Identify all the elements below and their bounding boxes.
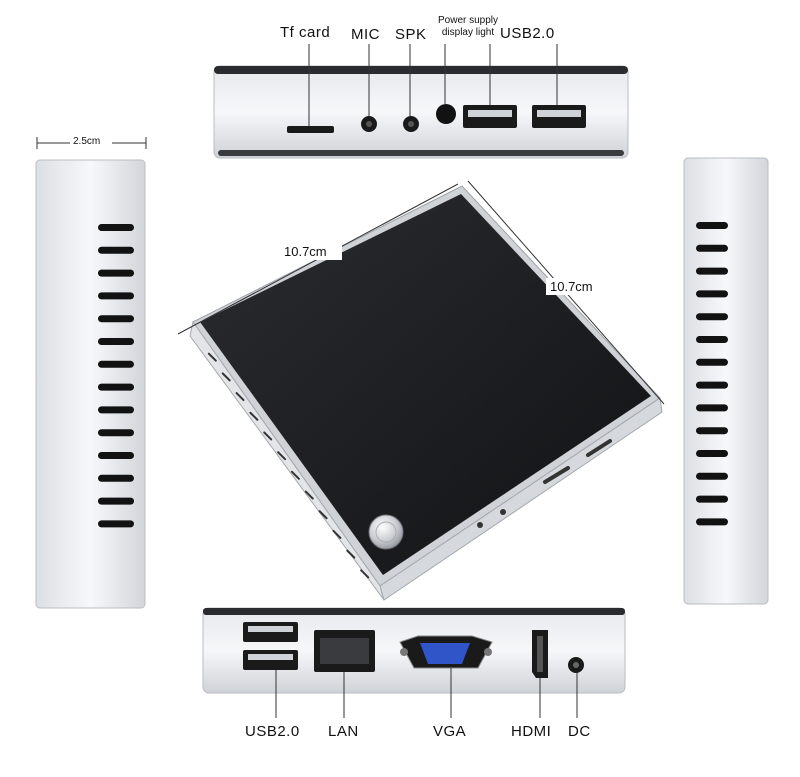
dc-jack-pin bbox=[573, 662, 579, 668]
device-vent-hint bbox=[318, 510, 328, 520]
device-vent-hint bbox=[332, 529, 342, 539]
label-power-line2: display light bbox=[441, 27, 495, 38]
device-front-jack-2 bbox=[500, 509, 506, 515]
left-side-panel bbox=[35, 136, 147, 609]
power-button-icon bbox=[368, 514, 404, 550]
ethernet-port-inner bbox=[320, 638, 369, 664]
rear-panel bbox=[202, 607, 626, 718]
label-lan: LAN bbox=[328, 723, 359, 740]
front-panel-top-edge bbox=[214, 66, 628, 74]
device-vent-hint bbox=[235, 392, 245, 402]
label-usb-front: USB2.0 bbox=[500, 25, 555, 42]
vent-slot bbox=[696, 404, 728, 412]
vent-slot bbox=[98, 497, 134, 505]
device-front-jack-1 bbox=[477, 522, 483, 528]
vent-slot bbox=[98, 292, 134, 300]
vga-screw-left bbox=[400, 648, 408, 656]
usb-port-rear-2-tongue bbox=[248, 654, 293, 660]
label-spk: SPK bbox=[395, 26, 427, 43]
device-top-surface bbox=[200, 194, 651, 575]
device-vent-hint bbox=[221, 372, 231, 382]
usb-port-front-1-tongue bbox=[468, 110, 512, 117]
vent-slot bbox=[696, 336, 728, 343]
vent-slot bbox=[696, 313, 728, 321]
vent-slot bbox=[696, 450, 728, 457]
device-top-view bbox=[177, 180, 665, 601]
usb-port-rear-1-tongue bbox=[248, 626, 293, 632]
depth-label-bg bbox=[546, 278, 614, 295]
hdmi-port-inner bbox=[537, 636, 543, 672]
usb-port-front-2-tongue bbox=[537, 110, 581, 117]
left-vent-slots bbox=[98, 224, 134, 528]
right-vent-slots bbox=[696, 222, 728, 526]
device-vent-hint bbox=[346, 549, 356, 559]
vent-slot bbox=[98, 338, 134, 345]
vent-slot bbox=[98, 429, 134, 437]
vent-slot bbox=[98, 315, 134, 323]
label-power-supply: Power supply display light bbox=[430, 15, 506, 39]
vent-slot bbox=[696, 518, 728, 526]
device-vent-hint bbox=[290, 470, 300, 480]
vent-slot bbox=[98, 452, 134, 459]
vga-screw-right bbox=[484, 648, 492, 656]
device-vent-hint bbox=[249, 411, 259, 421]
power-button-ring bbox=[375, 521, 397, 543]
device-vent-hint bbox=[207, 352, 217, 362]
device-vent-hint bbox=[263, 431, 273, 441]
rear-panel-top-edge bbox=[203, 608, 625, 615]
tf-card-slot bbox=[287, 126, 334, 133]
spk-jack-inner bbox=[408, 121, 414, 127]
device-front-port-2 bbox=[586, 439, 612, 457]
front-panel-bottom-edge bbox=[218, 150, 624, 156]
thickness-label-bg bbox=[70, 136, 112, 148]
vent-slot bbox=[98, 224, 134, 231]
label-usb-rear: USB2.0 bbox=[245, 723, 300, 740]
vent-slot bbox=[696, 244, 728, 252]
vent-slot bbox=[98, 360, 134, 368]
vent-slot bbox=[98, 474, 134, 482]
vent-slot bbox=[696, 472, 728, 480]
width-label-bg bbox=[280, 243, 342, 260]
label-vga: VGA bbox=[433, 723, 467, 740]
vent-slot bbox=[98, 246, 134, 254]
label-thickness: 2.5cm bbox=[73, 136, 101, 147]
vent-slot bbox=[696, 427, 728, 435]
label-mic: MIC bbox=[351, 26, 380, 43]
mic-jack-inner bbox=[366, 121, 372, 127]
device-vent-hint bbox=[360, 569, 370, 579]
right-side-panel bbox=[683, 157, 769, 605]
vent-slot bbox=[696, 290, 728, 298]
vent-slot bbox=[98, 269, 134, 277]
vent-slot bbox=[98, 406, 134, 414]
vent-slot bbox=[696, 381, 728, 389]
vent-slot bbox=[696, 267, 728, 275]
label-dc: DC bbox=[568, 723, 591, 740]
vga-port-insert bbox=[420, 643, 470, 664]
device-side-vents bbox=[207, 352, 370, 579]
device-front-port-1 bbox=[543, 466, 570, 484]
vent-slot bbox=[98, 383, 134, 391]
front-panel bbox=[213, 44, 629, 159]
device-vent-hint bbox=[304, 490, 314, 500]
label-hdmi: HDMI bbox=[511, 723, 552, 740]
vent-slot bbox=[696, 222, 728, 229]
vent-slot bbox=[696, 495, 728, 503]
label-tf-card: Tf card bbox=[280, 24, 331, 41]
device-vent-hint bbox=[277, 451, 287, 461]
label-width: 10.7cm bbox=[284, 244, 327, 259]
vent-slot bbox=[98, 520, 134, 528]
device-front-side bbox=[379, 397, 663, 601]
vent-slot bbox=[696, 358, 728, 366]
power-indicator-light bbox=[436, 104, 456, 124]
label-power-line1: Power supply bbox=[437, 15, 499, 26]
label-depth: 10.7cm bbox=[550, 279, 593, 294]
